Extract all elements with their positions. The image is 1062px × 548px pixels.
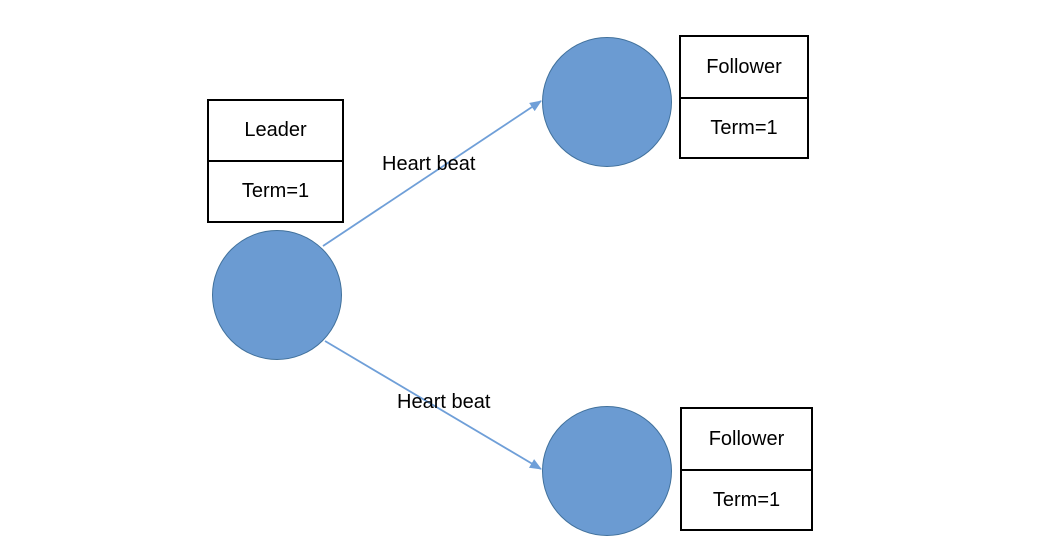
follower-top-info-box: Follower Term=1 xyxy=(679,35,809,159)
follower-top-node xyxy=(542,37,672,167)
heartbeat-label-top: Heart beat xyxy=(382,153,476,175)
heartbeat-label-bottom: Heart beat xyxy=(397,391,491,413)
follower-top-role-label: Follower xyxy=(681,37,807,99)
follower-bottom-node xyxy=(542,406,672,536)
heartbeat-arrow-bottom xyxy=(324,340,542,470)
follower-bottom-term-label: Term=1 xyxy=(712,488,781,511)
follower-bottom-info-box: Follower Term=1 xyxy=(680,407,813,531)
leader-info-box: Leader Term=1 xyxy=(207,99,344,223)
heartbeat-arrow-top xyxy=(322,100,542,247)
leader-role-label: Leader xyxy=(209,101,342,162)
follower-top-term-label: Term=1 xyxy=(710,116,778,139)
leader-node xyxy=(212,230,342,360)
follower-bottom-role-label: Follower xyxy=(682,409,811,471)
leader-term-label: Term=1 xyxy=(241,180,310,202)
